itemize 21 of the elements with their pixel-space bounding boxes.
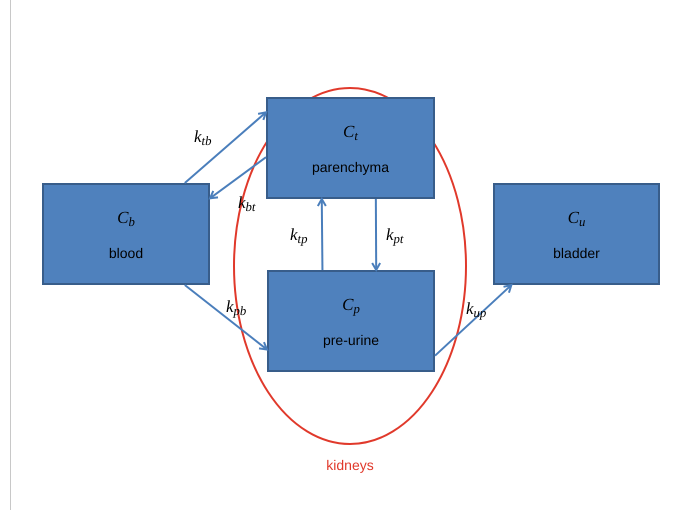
- concentration-symbol: C$_{t}$: [343, 122, 358, 140]
- arrow: [184, 111, 267, 184]
- arrow: [209, 156, 267, 200]
- group-label: kidneys: [325, 456, 375, 475]
- compartment-name: bladder: [553, 246, 600, 260]
- arrow: [371, 199, 382, 271]
- concentration-symbol: C$_{u}$: [568, 208, 586, 226]
- compartment-box: [267, 270, 435, 372]
- arrow: [316, 198, 327, 270]
- compartment-name: blood: [108, 246, 144, 260]
- compartment-name: parenchyma: [312, 160, 390, 174]
- rate-constant-label: k$_{tb}$: [194, 127, 212, 146]
- compartment-name: pre-urine: [322, 332, 380, 346]
- rate-constant-label: k$_{pt}$: [386, 225, 404, 244]
- arrow: [434, 284, 512, 356]
- arrow: [184, 284, 268, 351]
- concentration-symbol: C$_{b}$: [117, 208, 135, 226]
- rate-constant-label: k$_{tp}$: [290, 225, 308, 244]
- compartment-box: [493, 183, 660, 285]
- compartment-box: [42, 183, 210, 285]
- compartment-box: [266, 97, 435, 199]
